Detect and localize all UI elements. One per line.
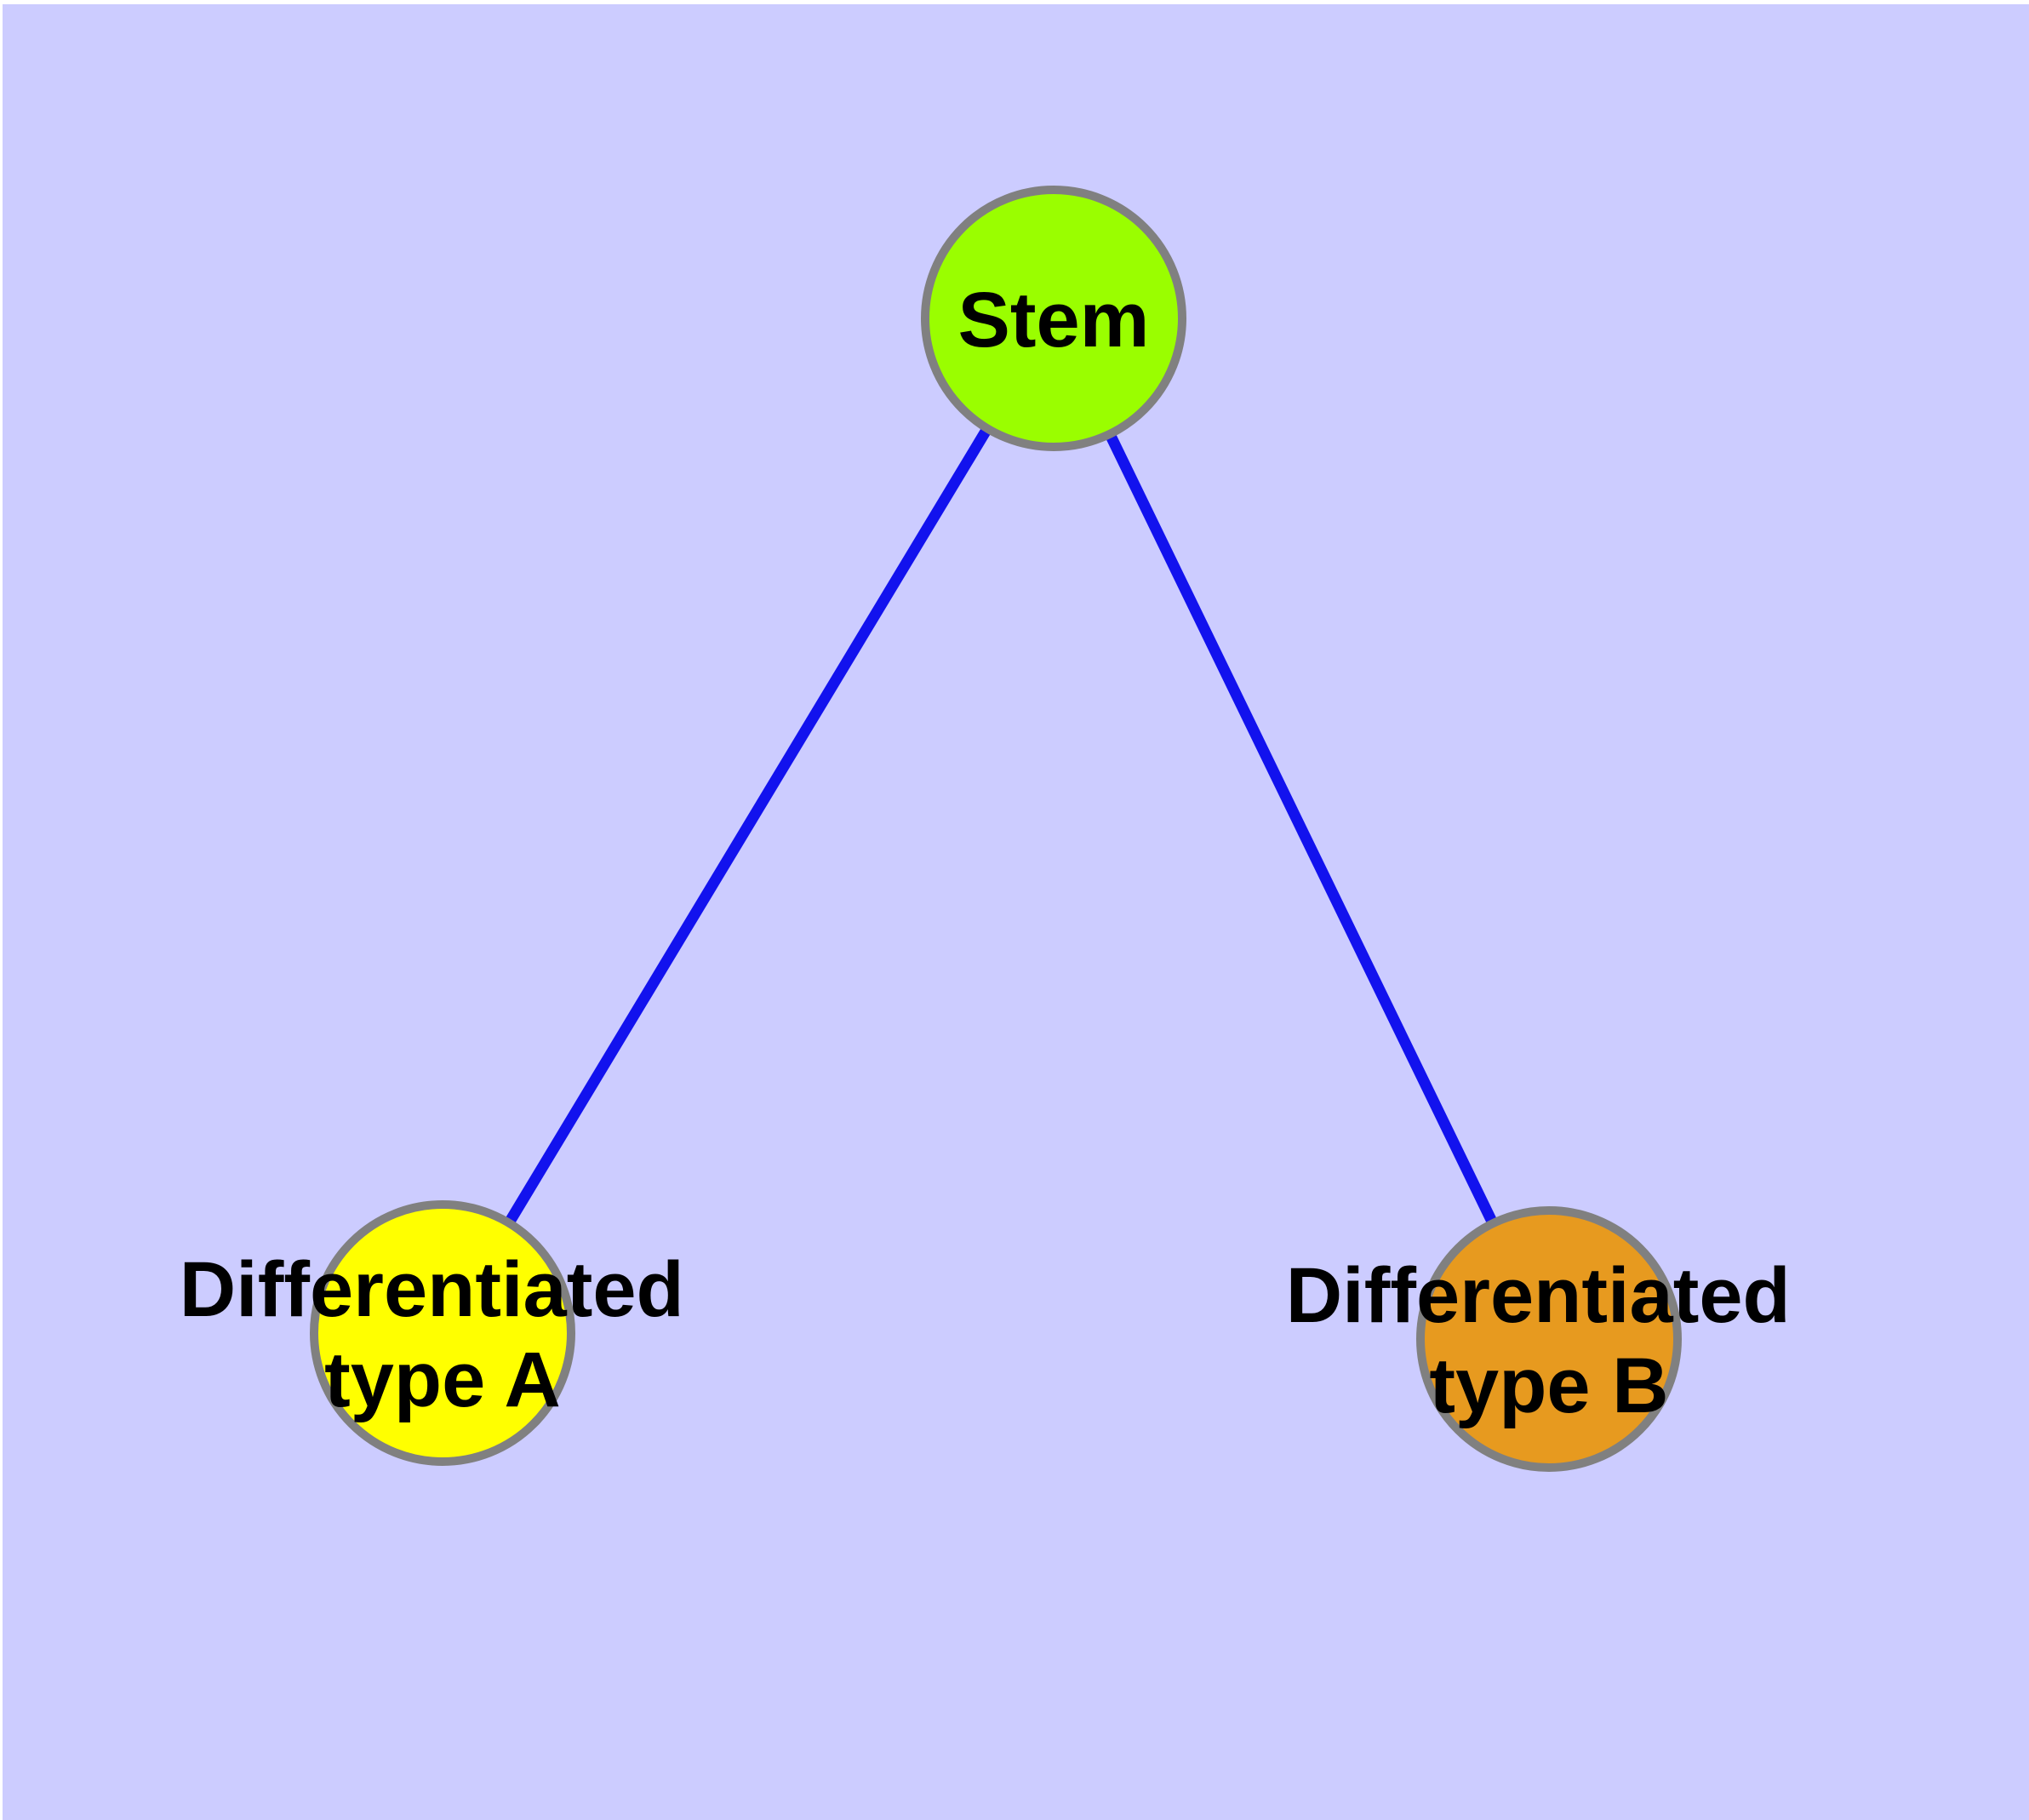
node-b-label-line-1: Differentiated (1286, 1252, 1791, 1339)
node-differentiated-type-b-label: Differentiated type B (1286, 1252, 1813, 1429)
node-a-label-line-1: Differentiated (180, 1246, 684, 1333)
node-stem-label: Stem (958, 277, 1150, 363)
node-a-label-line-2: type A (324, 1336, 561, 1423)
node-stem (921, 186, 1186, 451)
node-differentiated-type-a-label: Differentiated type A (180, 1246, 706, 1423)
edge-stem-to-type-a (437, 315, 1059, 1336)
node-differentiated-type-b (1416, 1206, 1682, 1472)
edge-stem-to-type-b (1049, 316, 1554, 1342)
node-differentiated-type-a (310, 1200, 575, 1466)
node-b-label-line-2: type B (1429, 1342, 1668, 1429)
